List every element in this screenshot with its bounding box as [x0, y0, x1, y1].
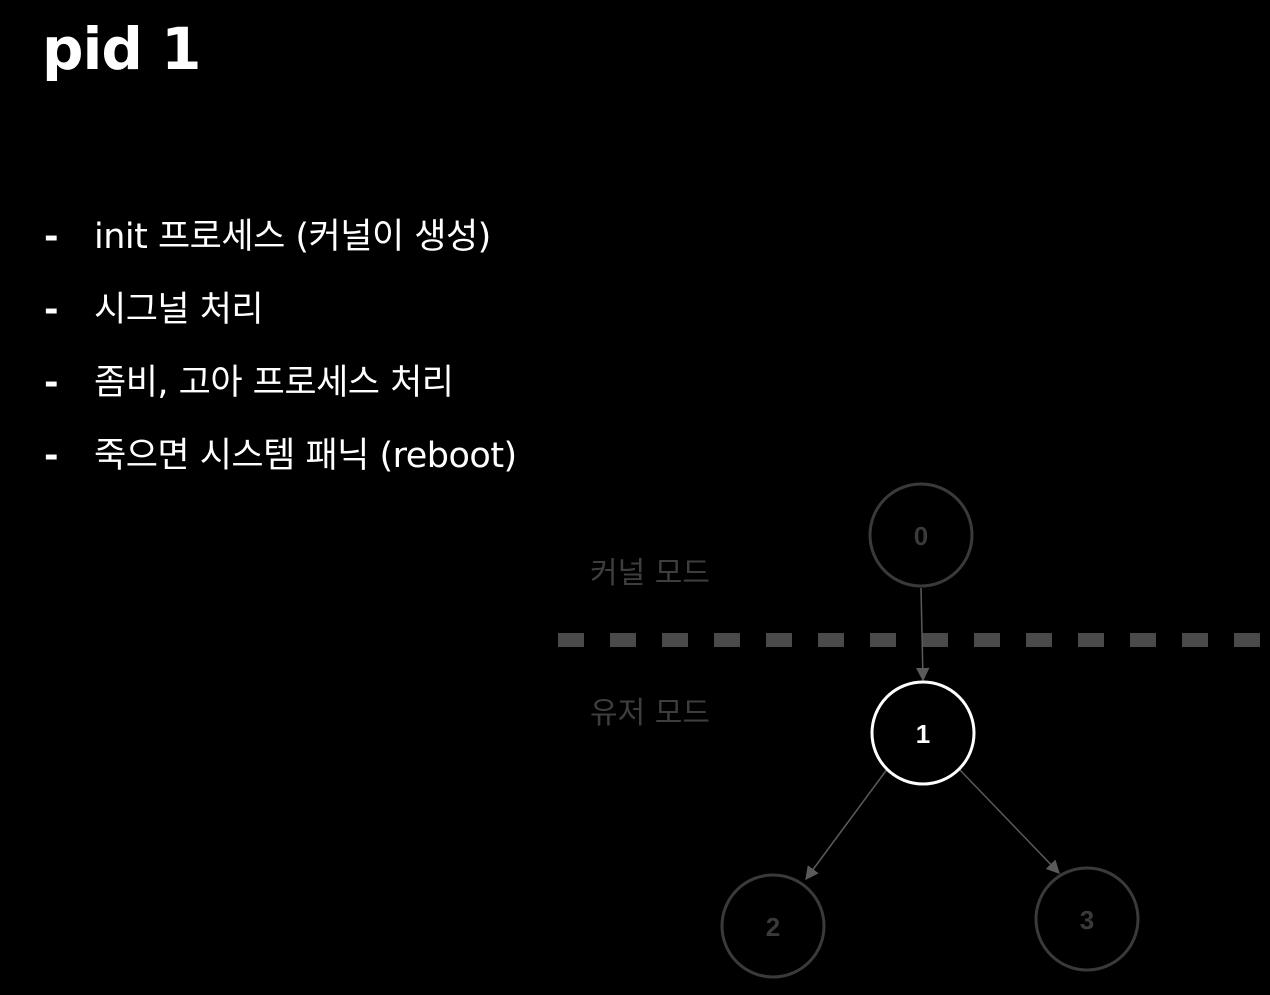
process-node-label: 1 [916, 719, 930, 749]
bullet-item-signal: - 시그널 처리 [44, 285, 264, 335]
process-node-1: 1 [870, 680, 976, 786]
process-node-label: 2 [766, 912, 780, 942]
user-mode-label: 유저 모드 [590, 696, 710, 731]
bullet-item-panic: - 죽으면 시스템 패닉 (reboot) [44, 431, 517, 481]
bullet-text: 좀비, 고아 프로세스 처리 [94, 362, 454, 403]
edge-1-3 [957, 767, 1060, 874]
bullet-dash: - [44, 289, 59, 330]
process-node-label: 0 [914, 521, 928, 551]
bullet-item-init: - init 프로세스 (커널이 생성) [44, 212, 491, 262]
bullet-dash: - [44, 435, 59, 476]
kernel-mode-label: 커널 모드 [590, 556, 710, 591]
bullet-dash: - [44, 216, 59, 257]
edge-1-2 [805, 767, 889, 881]
bullet-text: 죽으면 시스템 패닉 (reboot) [94, 435, 517, 476]
bullet-text: init 프로세스 (커널이 생성) [94, 216, 491, 257]
process-node-3: 3 [1034, 866, 1140, 972]
bullet-item-zombie-orphan: - 좀비, 고아 프로세스 처리 [44, 358, 454, 408]
process-node-2: 2 [720, 873, 826, 979]
process-node-label: 3 [1080, 905, 1094, 935]
process-node-0: 0 [868, 482, 974, 588]
edge-0-1 [915, 587, 930, 682]
bullet-text: 시그널 처리 [94, 289, 264, 330]
bullet-dash: - [44, 362, 59, 403]
slide-title: pid 1 [42, 15, 201, 83]
